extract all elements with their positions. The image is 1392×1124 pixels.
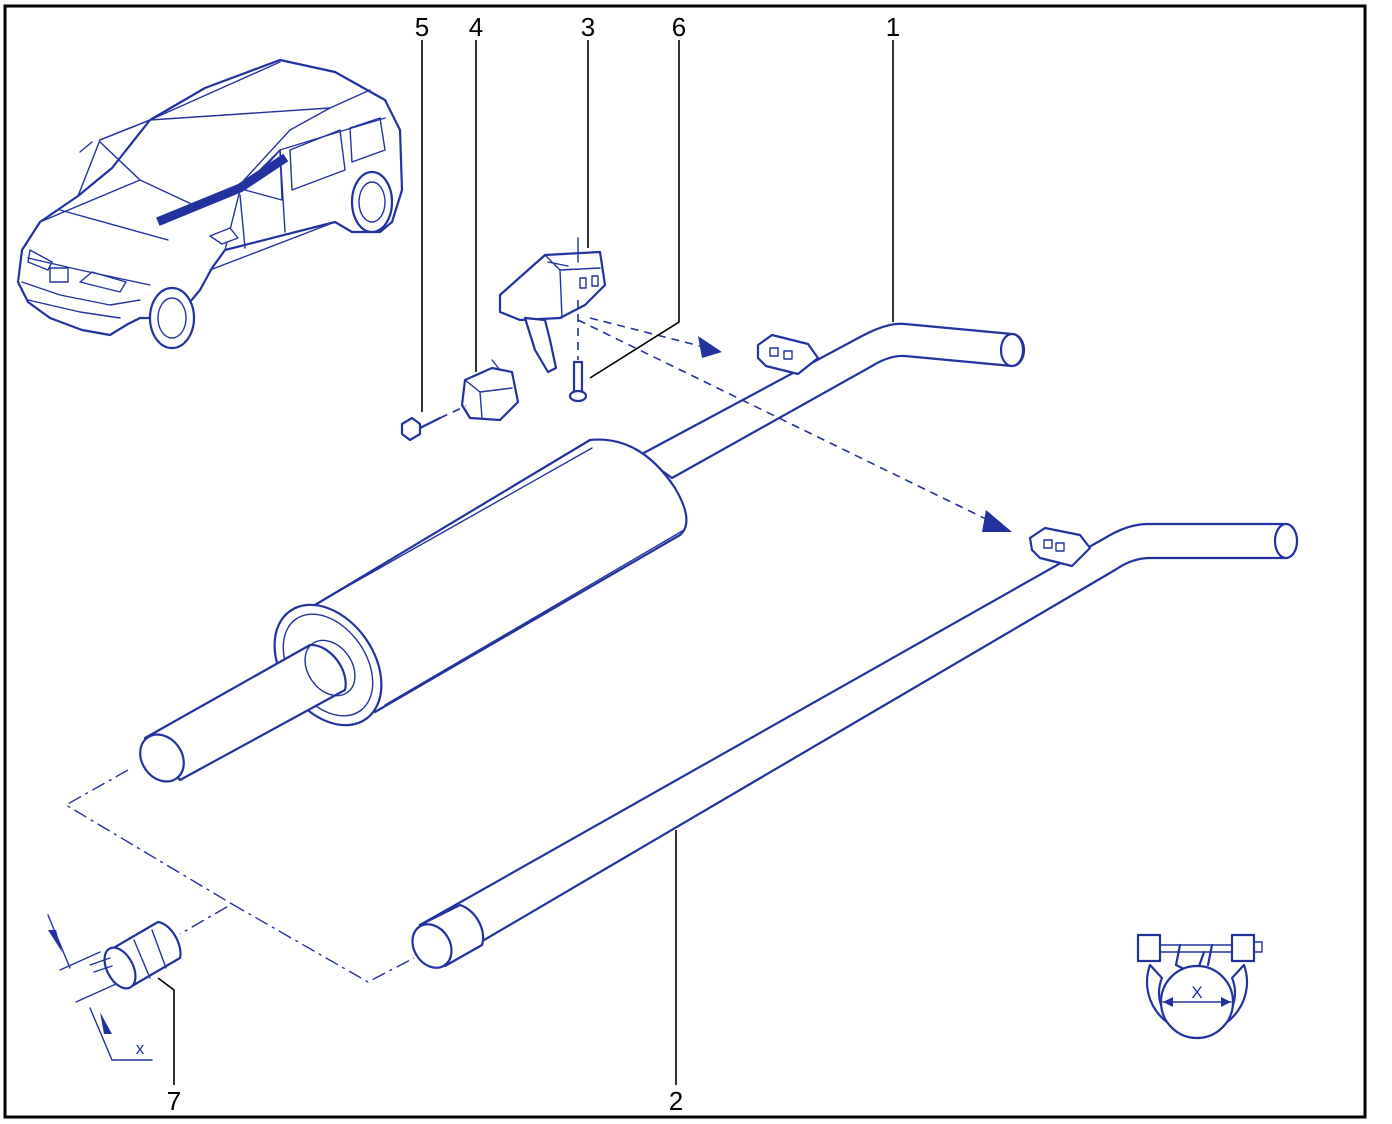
connection-line-bottom (231, 903, 415, 983)
mount-arrow-upper-head (698, 336, 722, 358)
clamp-detail (1136, 933, 1263, 1040)
sleeve-dimension-label: x (136, 1039, 145, 1058)
connector-sleeve-7 (47, 914, 182, 1061)
clamp-dimension-label: X (1191, 983, 1202, 1002)
callout-7: 7 (167, 1086, 181, 1116)
bolt-5 (400, 405, 467, 442)
mount-arrow-upper-line (589, 317, 701, 347)
car-illustration (16, 58, 404, 350)
leader-6 (589, 40, 680, 379)
bolt-6 (568, 300, 588, 403)
center-muffler-assembly (139, 322, 1026, 783)
mount-arrow-lower-line (577, 319, 989, 521)
callout-2: 2 (669, 1086, 683, 1116)
rubber-mount-4 (460, 359, 520, 422)
leader-7 (157, 977, 175, 1085)
rear-pipe (411, 522, 1299, 969)
connection-line-left (64, 769, 234, 935)
callout-4: 4 (469, 12, 483, 42)
mount-arrow-lower-head (982, 510, 1012, 532)
upper-bracket (756, 333, 820, 376)
hanger-bracket-3 (498, 237, 607, 374)
callout-6: 6 (672, 12, 686, 42)
callout-5: 5 (415, 12, 429, 42)
diagram-frame (3, 4, 1367, 1119)
callout-1: 1 (886, 12, 900, 42)
callout-3: 3 (581, 12, 595, 42)
